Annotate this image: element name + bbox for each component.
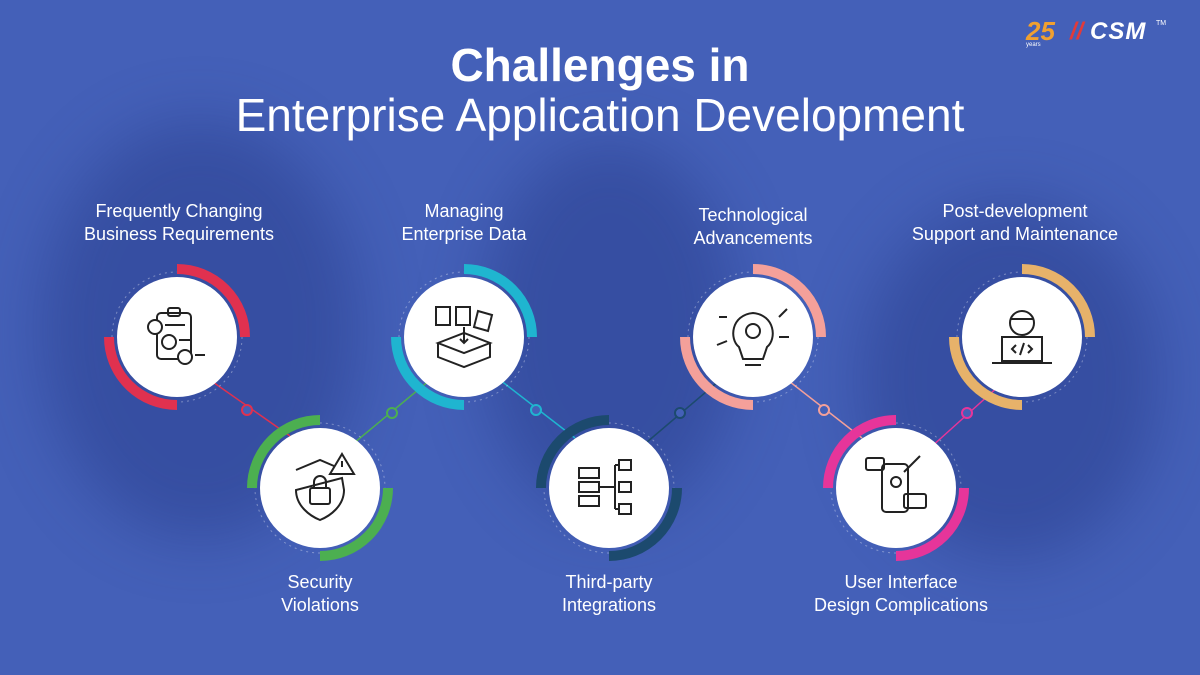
node-integrations: [541, 420, 677, 556]
challenge-label-support: Post-development Support and Maintenance: [890, 200, 1140, 246]
challenge-label-ui: User Interface Design Complications: [790, 571, 1012, 617]
connector-dot: [962, 408, 972, 418]
challenge-label-integrations: Third-party Integrations: [529, 571, 689, 617]
node-ui: [828, 420, 964, 556]
node-security: [252, 420, 388, 556]
challenge-label-tech: Technological Advancements: [663, 204, 843, 250]
connector-dot: [242, 405, 252, 415]
node-tech: [685, 269, 821, 405]
challenge-label-requirements: Frequently Changing Business Requirement…: [64, 200, 294, 246]
node-data: [396, 269, 532, 405]
connector-dot: [675, 408, 685, 418]
connector-dot: [819, 405, 829, 415]
connector-dot: [387, 408, 397, 418]
connector-dot: [531, 405, 541, 415]
node-requirements: [109, 269, 245, 405]
challenge-label-security: Security Violations: [240, 571, 400, 617]
challenge-label-data: Managing Enterprise Data: [374, 200, 554, 246]
node-support: [954, 269, 1090, 405]
